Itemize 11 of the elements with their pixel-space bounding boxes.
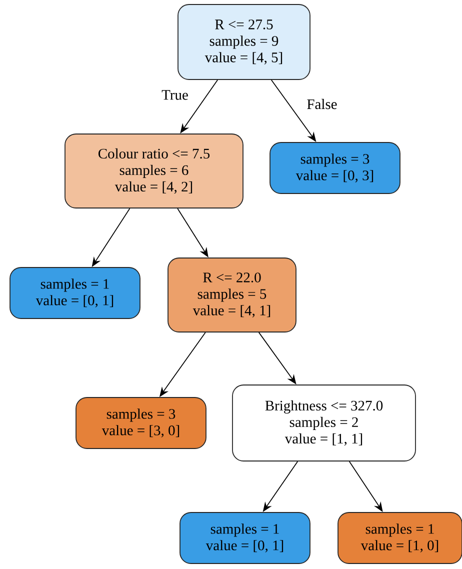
tree-node-box: R <= 22.0 samples = 5 value = [4, 1]: [168, 258, 296, 332]
tree-node-box: samples = 1 value = [1, 0]: [338, 512, 462, 564]
edge-label: True: [160, 89, 190, 101]
edge-label: False: [306, 98, 338, 110]
tree-node-box: Colour ratio <= 7.5 samples = 6 value = [4, 2]: [64, 134, 244, 208]
tree-node-box: R <= 27.5 samples = 9 value = [4, 5]: [178, 4, 310, 80]
tree-node-box: Brightness <= 327.0 samples = 2 value = [1, 1]: [232, 384, 416, 462]
tree-node-box: samples = 3 value = [3, 0]: [76, 397, 206, 449]
tree-node-box: samples = 3 value = [0, 3]: [270, 142, 400, 194]
tree-node-box: samples = 1 value = [0, 1]: [180, 512, 310, 564]
tree-node-box: samples = 1 value = [0, 1]: [10, 267, 140, 319]
